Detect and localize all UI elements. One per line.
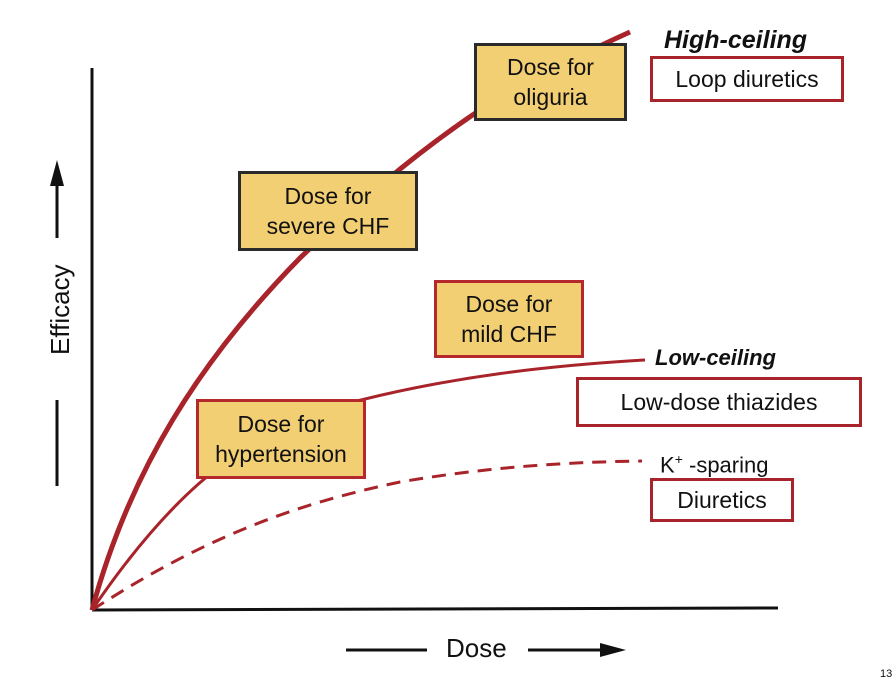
- k-sparing-superscript: +: [674, 451, 683, 467]
- k-sparing-curve: [91, 459, 643, 612]
- k-sparing-prefix: K: [660, 452, 675, 478]
- loop-diuretics-box: Loop diuretics: [650, 56, 844, 102]
- mild-chf-dose-box: Dose for mild CHF: [434, 280, 584, 358]
- y-axis-label: Efficacy: [45, 264, 75, 355]
- low-dose-thiazides-box: Low-dose thiazides: [576, 377, 862, 427]
- severe-chf-dose-box: Dose for severe CHF: [238, 171, 418, 251]
- x-axis-label: Dose: [446, 633, 507, 663]
- high-ceiling-heading: High-ceiling: [664, 26, 808, 54]
- x-axis-line: [91, 606, 779, 612]
- x-arrow-head-icon: [600, 643, 626, 657]
- page-number: 13: [880, 668, 892, 680]
- y-arrow-head-icon: [50, 160, 64, 186]
- k-sparing-label: K+ -sparing: [660, 451, 768, 478]
- hypertension-dose-box: Dose for hypertension: [196, 399, 366, 479]
- oliguria-dose-box: Dose for oliguria: [474, 43, 627, 121]
- low-ceiling-curve: [90, 358, 646, 611]
- diuretics-box: Diuretics: [650, 478, 794, 522]
- k-sparing-suffix: -sparing: [682, 452, 769, 478]
- low-ceiling-heading: Low-ceiling: [655, 345, 776, 370]
